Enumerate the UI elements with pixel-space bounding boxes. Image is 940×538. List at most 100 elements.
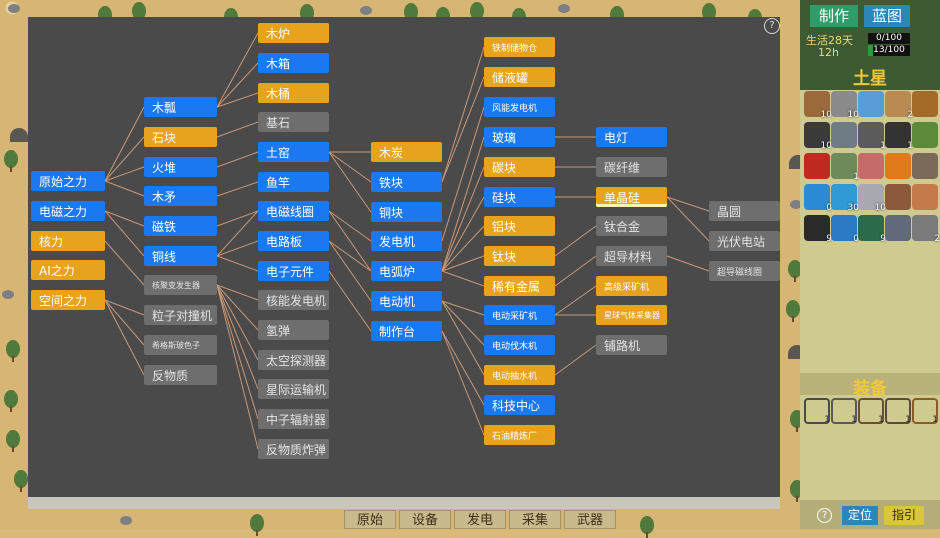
tech-node-lizi[interactable]: 粒子对撞机 [144,305,217,325]
tech-node-zhongzi[interactable]: 中子辐射器 [258,409,329,429]
tech-help-button[interactable]: ? [764,18,780,34]
axe-icon[interactable]: 1 [831,398,857,425]
tab-primitive[interactable]: 原始 [344,510,396,529]
tech-node-shiyou[interactable]: 石油精炼厂 [484,425,555,445]
pickaxe-icon[interactable]: 1 [858,122,886,151]
tech-node-lvkuai[interactable]: 铝块 [484,216,555,236]
pickaxe-icon[interactable]: 1 [804,398,830,425]
tech-node-diandong_chou[interactable]: 电动抽水机 [484,365,555,385]
tech-node-zhizuotai[interactable]: 制作台 [371,321,442,341]
fish-icon[interactable]: 1 [831,153,859,182]
tech-node-yuanshi[interactable]: 原始之力 [31,171,105,191]
tech-node-diandong_fa[interactable]: 电动伐木机 [484,335,555,355]
tech-node-diandeng[interactable]: 电灯 [596,127,667,147]
meat-icon[interactable] [858,153,884,179]
tech-node-tankuai[interactable]: 碳块 [484,157,555,177]
tech-node-fanwuzhi_zd[interactable]: 反物质炸弹 [258,439,329,459]
motor-icon[interactable] [885,215,911,241]
tank-icon[interactable]: 10 [858,184,886,213]
tech-node-mutong[interactable]: 木桶 [258,83,329,103]
blueprint-button[interactable]: 蓝图 [864,5,910,27]
crystal-icon[interactable] [858,91,884,117]
tech-node-guikuai[interactable]: 硅块 [484,187,555,207]
spear-icon[interactable]: 1 [858,398,884,425]
tech-node-citie[interactable]: 磁铁 [144,216,217,236]
tech-node-tanxianwei[interactable]: 碳纤维 [596,157,667,177]
tech-node-taihejin[interactable]: 钛合金 [596,216,667,236]
tech-node-xingqiu[interactable]: 星球气体采集器 [596,305,667,325]
tech-node-hejubian[interactable]: 核聚变发生器 [144,275,217,295]
drill-icon[interactable]: 2 [912,215,940,244]
tech-node-mumao[interactable]: 木矛 [144,186,217,206]
tech-node-kongjian[interactable]: 空间之力 [31,290,105,310]
tech-node-ai[interactable]: AI之力 [31,260,105,280]
ore-icon[interactable] [912,153,938,179]
copper-icon[interactable] [912,184,938,210]
apple-icon[interactable] [804,153,830,179]
tech-node-pulu[interactable]: 铺路机 [596,335,667,355]
campfire-icon[interactable] [885,153,911,179]
tab-power[interactable]: 发电 [454,510,506,529]
tech-node-jingyuan[interactable]: 晶圆 [709,201,780,221]
tech-node-dianci[interactable]: 电磁之力 [31,201,105,221]
tech-node-diandong_cai[interactable]: 电动采矿机 [484,305,555,325]
tech-node-chaodao_xq[interactable]: 超导磁线圈 [709,261,780,281]
tech-node-tuyao[interactable]: 土窑 [258,142,329,162]
sphere-icon[interactable]: 30 [831,184,859,213]
tab-gather[interactable]: 采集 [509,510,561,529]
tech-node-chaodao[interactable]: 超导材料 [596,246,667,266]
tech-node-yugan[interactable]: 鱼竿 [258,172,329,192]
tech-node-tongxian[interactable]: 铜线 [144,246,217,266]
vine-icon[interactable] [912,122,938,148]
tech-node-dianhulu[interactable]: 电弧炉 [371,261,442,281]
tech-node-muxiang[interactable]: 木箱 [258,53,329,73]
tech-node-fadianji[interactable]: 发电机 [371,231,442,251]
tech-node-huodui[interactable]: 火堆 [144,157,217,177]
tech-node-heli[interactable]: 核力 [31,231,105,251]
guide-button[interactable]: 指引 [884,506,924,525]
battery-icon[interactable]: 9 [804,215,832,244]
tech-node-jishi[interactable]: 基石 [258,112,329,132]
tech-node-gaoji[interactable]: 高级采矿机 [596,276,667,296]
locate-button[interactable]: 定位 [842,506,878,525]
gem-icon[interactable]: 0 [804,184,832,213]
tech-node-shikuai[interactable]: 石块 [144,127,217,147]
tech-node-fengneng[interactable]: 风能发电机 [484,97,555,117]
tech-node-qingdan[interactable]: 氢弹 [258,320,329,340]
tech-node-xigesi[interactable]: 希格斯玻色子 [144,335,217,355]
tech-node-boli[interactable]: 玻璃 [484,127,555,147]
tab-equipment[interactable]: 设备 [399,510,451,529]
tech-node-tiekuai[interactable]: 铁块 [371,172,442,192]
tech-node-dianci_xq[interactable]: 电磁线圈 [258,201,329,221]
log-icon[interactable]: 10 [804,91,832,120]
tech-node-danjinggui[interactable]: 单晶硅 [596,187,667,207]
tech-node-guangfu[interactable]: 光伏电站 [709,231,780,251]
tech-node-diandongji[interactable]: 电动机 [371,291,442,311]
craft-button[interactable]: 制作 [810,5,858,27]
tech-node-tongkuai[interactable]: 铜块 [371,202,442,222]
tech-node-fanwuzhi[interactable]: 反物质 [144,365,217,385]
tech-node-tiezhi[interactable]: 铁制储物仓 [484,37,555,57]
tech-node-dianlu[interactable]: 电路板 [258,231,329,251]
nuts-icon[interactable] [912,91,938,117]
tech-node-keji[interactable]: 科技中心 [484,395,555,415]
hook-icon[interactable]: 1 [885,122,913,151]
tech-node-chuye[interactable]: 储液罐 [484,67,555,87]
gear-icon[interactable] [885,184,911,210]
stone-icon[interactable]: 10 [831,91,859,120]
tech-node-taikuai[interactable]: 钛块 [484,246,555,266]
board-icon[interactable]: 9 [858,215,886,244]
bowl-icon[interactable]: 1 [912,398,938,425]
tab-weapons[interactable]: 武器 [564,510,616,529]
tech-node-mupiao[interactable]: 木瓢 [144,97,217,117]
pump-icon[interactable]: 0 [831,215,859,244]
plank-icon[interactable]: 2 [885,91,913,120]
tech-node-mulu[interactable]: 木炉 [258,23,329,43]
tech-node-heneng[interactable]: 核能发电机 [258,290,329,310]
coal-icon[interactable]: 10 [804,122,832,151]
tech-node-taikong[interactable]: 太空探测器 [258,350,329,370]
tech-node-mutan[interactable]: 木炭 [371,142,442,162]
tech-node-xingji[interactable]: 星际运输机 [258,379,329,399]
sickle-icon[interactable]: 1 [885,398,911,425]
furnace-icon[interactable] [831,122,857,148]
